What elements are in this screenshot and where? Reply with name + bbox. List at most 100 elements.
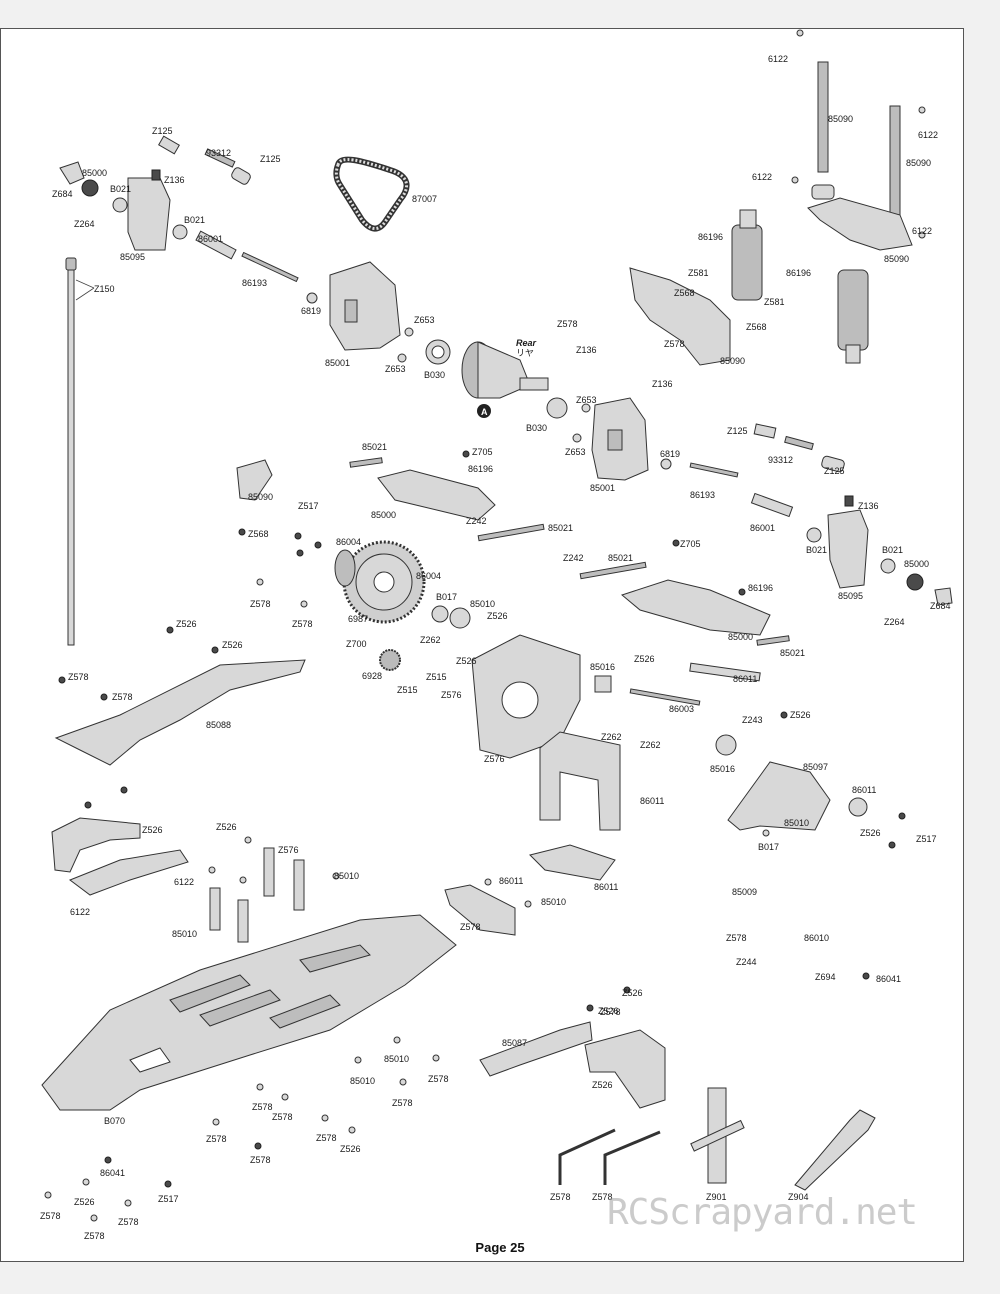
suspension-arms [236, 457, 790, 646]
part-label: 93312 [768, 455, 793, 465]
part-label: Z526 [487, 611, 508, 621]
part-label: Z578 [392, 1098, 413, 1108]
part-label: Z653 [414, 315, 435, 325]
part-label: Z578 [592, 1192, 613, 1202]
bearing-bracket-86011 [727, 761, 868, 831]
screws [44, 29, 926, 1222]
part-label: 86041 [876, 974, 901, 984]
part-label: Z262 [420, 635, 441, 645]
part-label: Z578 [68, 672, 89, 682]
part-label: Z578 [250, 599, 271, 609]
part-label: 85095 [120, 252, 145, 262]
part-label: Z526 [790, 710, 811, 720]
part-label: 86041 [100, 1168, 125, 1178]
part-label: B021 [184, 215, 205, 225]
battery-holder-85009 [529, 844, 616, 881]
part-label: 86196 [698, 232, 723, 242]
part-label: Z578 [272, 1112, 293, 1122]
part-label: 85009 [732, 887, 757, 897]
part-label: 85021 [608, 553, 633, 563]
part-label: 86011 [640, 796, 664, 806]
part-label: Z526 [176, 619, 197, 629]
part-label: Z578 [292, 619, 313, 629]
part-label: Z526 [622, 988, 643, 998]
part-label: 85010 [470, 599, 495, 609]
hub-assembly-top-left [59, 135, 299, 283]
part-label: Z578 [460, 922, 481, 932]
part-label: 85090 [828, 114, 853, 124]
part-label: 6122 [174, 877, 194, 887]
part-label: 85090 [884, 254, 909, 264]
hub-assembly-right [750, 423, 953, 606]
gearbox-housing-85001-top [306, 261, 451, 365]
part-label: B021 [806, 545, 827, 555]
part-label: Z136 [858, 501, 879, 511]
part-label: Z150 [94, 284, 115, 294]
part-label: 85001 [325, 358, 350, 368]
part-label: 6928 [362, 671, 382, 681]
part-label: Z578 [550, 1192, 571, 1202]
part-label: Z125 [152, 126, 173, 136]
part-label: 86196 [748, 583, 773, 593]
part-label: Z125 [824, 466, 845, 476]
part-label: 6122 [768, 54, 788, 64]
part-label: B021 [110, 184, 131, 194]
part-label: Z700 [346, 639, 367, 649]
spur-gear [334, 540, 471, 671]
rear-label-japanese: リヤ [516, 348, 534, 358]
part-label: 86011 [594, 882, 618, 892]
part-label: B030 [526, 423, 547, 433]
part-label: Z653 [565, 447, 586, 457]
part-label: 86003 [669, 704, 694, 714]
rear-label: Rear [516, 338, 537, 348]
part-label: 86010 [804, 933, 829, 943]
part-label: 85010 [384, 1054, 409, 1064]
part-label: Z578 [250, 1155, 271, 1165]
part-label: Z136 [652, 379, 673, 389]
part-label: 85095 [838, 591, 863, 601]
part-label: Z578 [600, 1007, 621, 1017]
part-label: 85016 [590, 662, 615, 672]
part-label: Z136 [164, 175, 185, 185]
part-label: B021 [882, 545, 903, 555]
part-label: 85010 [541, 897, 566, 907]
callout-a: A [481, 407, 488, 417]
page-number: Page 25 [475, 1240, 525, 1255]
leader-lines [75, 279, 95, 301]
part-label: Z578 [726, 933, 747, 943]
part-label: 85001 [590, 483, 615, 493]
part-label: 85000 [82, 168, 107, 178]
part-label: 85016 [710, 764, 735, 774]
part-label: 86196 [786, 268, 811, 278]
part-label: 86193 [690, 490, 715, 500]
part-label: Z684 [930, 601, 951, 611]
part-label: 85090 [248, 492, 273, 502]
part-label: Z242 [466, 516, 487, 526]
watermark: RCScrapyard.net [607, 1192, 918, 1233]
part-label: 86001 [198, 234, 223, 244]
part-label: Z526 [216, 822, 237, 832]
part-label: Z694 [815, 972, 836, 982]
part-label: 6819 [301, 306, 321, 316]
part-label: Z653 [385, 364, 406, 374]
part-label: Z576 [441, 690, 462, 700]
rear-differential [461, 341, 591, 443]
part-label: Z705 [472, 447, 493, 457]
part-label: 85097 [803, 762, 828, 772]
drive-belt [333, 156, 410, 232]
part-label: Z705 [680, 539, 701, 549]
brackets-85010 [51, 817, 666, 1109]
part-label: 85021 [548, 523, 573, 533]
shock-absorbers-and-tower [629, 61, 913, 366]
motor-mount-plate [471, 634, 761, 759]
part-label: Z262 [601, 732, 622, 742]
part-label: Z568 [248, 529, 269, 539]
part-label: Z684 [52, 189, 73, 199]
part-label: Z244 [736, 957, 757, 967]
part-label: Z526 [592, 1080, 613, 1090]
part-label: Z578 [40, 1211, 61, 1221]
part-label: 86193 [242, 278, 267, 288]
part-label: 6122 [918, 130, 938, 140]
part-label: 85010 [172, 929, 197, 939]
